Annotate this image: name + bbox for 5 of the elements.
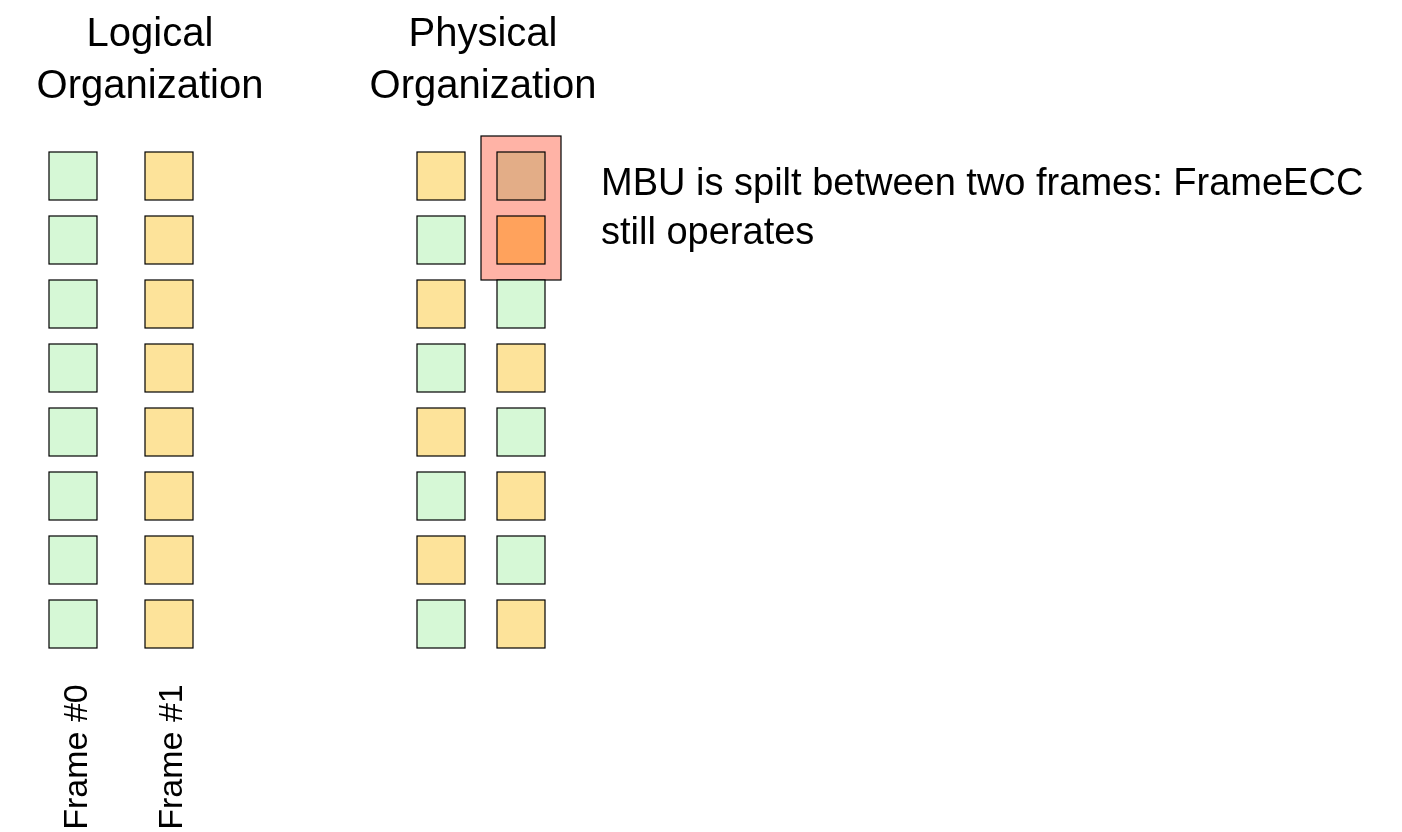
frame-label: Frame #0 xyxy=(57,684,92,830)
column-heading: Physical Organization xyxy=(368,9,598,108)
column-heading: Logical Organization xyxy=(35,9,265,108)
frame-label: Frame #1 xyxy=(152,684,187,830)
annotation-text: MBU is spilt between two frames: FrameECC still operates xyxy=(601,160,1365,255)
